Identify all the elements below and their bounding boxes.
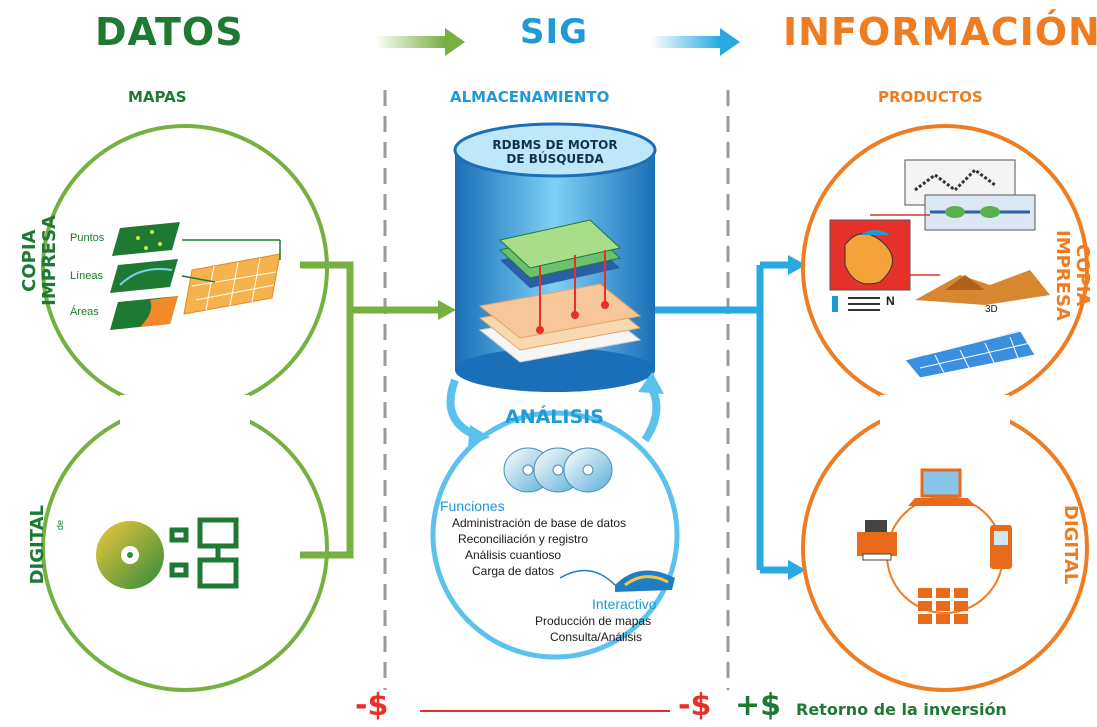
digital-circle-left — [41, 404, 329, 692]
analysis-title: ANÁLISIS — [505, 406, 604, 428]
function-item-2: Análisis cuantioso — [465, 548, 562, 562]
layer-label-areas: Áreas — [70, 306, 99, 318]
cycle-arrow-down — [446, 378, 477, 439]
label-north: N — [886, 294, 895, 308]
arrow-datos-to-sig — [375, 28, 465, 56]
label-digital-small: de — [55, 519, 66, 531]
db-title-line1: RDBMS DE MOTOR — [492, 138, 618, 152]
cost-left: -$ — [355, 688, 389, 723]
copy-circle-left — [41, 124, 329, 412]
arrow-sig-to-info — [650, 28, 740, 56]
terrain-3d-product — [915, 270, 1050, 305]
thematic-map-product — [829, 214, 940, 291]
db-title: RDBMS DE MOTOR DE BÚSQUEDA — [470, 138, 640, 166]
lines-layer-icon — [110, 259, 178, 293]
disks-icon — [503, 447, 613, 493]
layer-label-lineas: Líneas — [70, 270, 104, 282]
grid-map-product — [904, 329, 1036, 379]
digital-circle-right — [801, 404, 1089, 692]
subtitle-productos: PRODUCTOS — [878, 88, 983, 106]
label-digital-right: DIGITAL — [1060, 505, 1081, 585]
functions-title: Funciones — [440, 498, 505, 514]
mouse-icon — [559, 569, 675, 592]
interactive-item-0: Producción de mapas — [535, 614, 652, 628]
layer-label-puntos: Puntos — [70, 232, 105, 244]
function-item-3: Carga de datos — [472, 564, 555, 578]
cost-right: -$ — [678, 688, 712, 723]
header-datos: DATOS — [95, 10, 244, 54]
header-sig: SIG — [520, 12, 589, 52]
cd-icon — [96, 521, 164, 589]
areas-layer-icon — [110, 296, 178, 330]
server-grid-icon — [918, 588, 968, 624]
label-3d: 3D — [985, 304, 998, 315]
digital-network — [857, 468, 1012, 624]
subtitle-mapas: MAPAS — [128, 88, 187, 106]
label-digital-left: DIGITAL — [27, 505, 48, 585]
function-item-1: Reconciliación y registro — [458, 532, 589, 546]
combined-map-icon — [181, 239, 281, 315]
printer-icon — [857, 520, 897, 561]
phone-icon — [990, 525, 1012, 569]
gain: +$ — [735, 688, 782, 723]
subtitle-almacenamiento: ALMACENAMIENTO — [450, 88, 610, 106]
database-cylinder — [453, 122, 657, 392]
roi-label: Retorno de la inversión — [796, 700, 1007, 719]
digital-data-icon — [169, 517, 239, 589]
laptop-icon — [908, 468, 975, 506]
analysis-circle — [430, 410, 680, 660]
label-copia-impresa-left: COPIA IMPRESA — [19, 215, 60, 306]
interactive-item-1: Consulta/Análisis — [550, 630, 643, 644]
function-item-0: Administración de base de datos — [452, 516, 627, 530]
db-title-line2: DE BÚSQUEDA — [506, 152, 604, 166]
label-copia-impresa-right: COPIA IMPRESA — [1052, 230, 1093, 321]
pipeline-map-product — [924, 194, 1036, 231]
header-informacion: INFORMACIÓN — [783, 10, 1097, 54]
legend-symbols — [832, 296, 880, 312]
interactive-title: Interactivo — [592, 596, 657, 612]
points-layer-icon — [112, 222, 180, 256]
